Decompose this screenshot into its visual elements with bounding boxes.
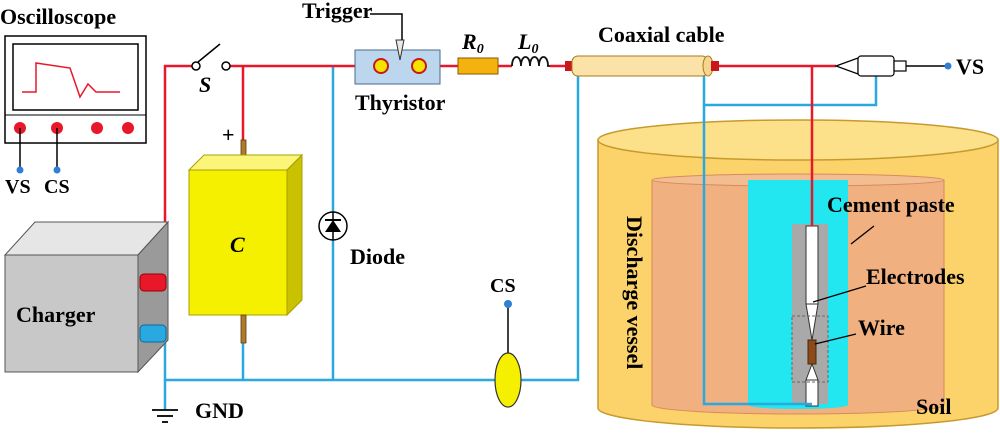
label-charger: Charger — [16, 302, 96, 327]
label-vs-osc: VS — [5, 176, 31, 198]
label-coaxial-cable: Coaxial cable — [598, 22, 725, 47]
label-cs-probe: CS — [490, 275, 516, 297]
label-vs-probe: VS — [956, 54, 984, 79]
thyristor-icon — [354, 13, 441, 85]
diode-icon — [318, 211, 348, 241]
label-wire: Wire — [858, 315, 905, 340]
current-sensor-icon — [494, 300, 522, 408]
label-r0: R0 — [461, 29, 484, 57]
label-l0: L0 — [517, 29, 538, 57]
callout-lines — [812, 225, 875, 345]
label-discharge-vessel: Discharge vessel — [622, 216, 647, 369]
voltage-probe-icon — [834, 55, 952, 77]
coaxial-cable — [565, 55, 719, 77]
label-electrodes: Electrodes — [866, 264, 965, 289]
ground-icon — [152, 409, 178, 423]
oscilloscope — [4, 35, 147, 174]
label-gnd: GND — [195, 398, 244, 423]
inductor-icon — [511, 56, 550, 67]
label-thyristor: Thyristor — [355, 90, 446, 115]
label-switch: S — [199, 72, 211, 97]
discharge-vessel — [597, 119, 999, 429]
hv-wiring — [163, 64, 836, 282]
label-trigger: Trigger — [302, 0, 373, 23]
switch-icon — [191, 43, 231, 71]
label-cement-paste: Cement paste — [827, 192, 955, 217]
label-plus: + — [222, 122, 235, 147]
resistor-icon — [457, 57, 499, 75]
capacitor — [187, 139, 304, 344]
label-capacitor: C — [230, 232, 245, 257]
label-oscilloscope: Oscilloscope — [0, 4, 116, 29]
label-cs-osc: CS — [44, 176, 70, 198]
label-soil: Soil — [916, 394, 951, 419]
label-diode: Diode — [350, 244, 405, 269]
charger — [3, 220, 170, 374]
